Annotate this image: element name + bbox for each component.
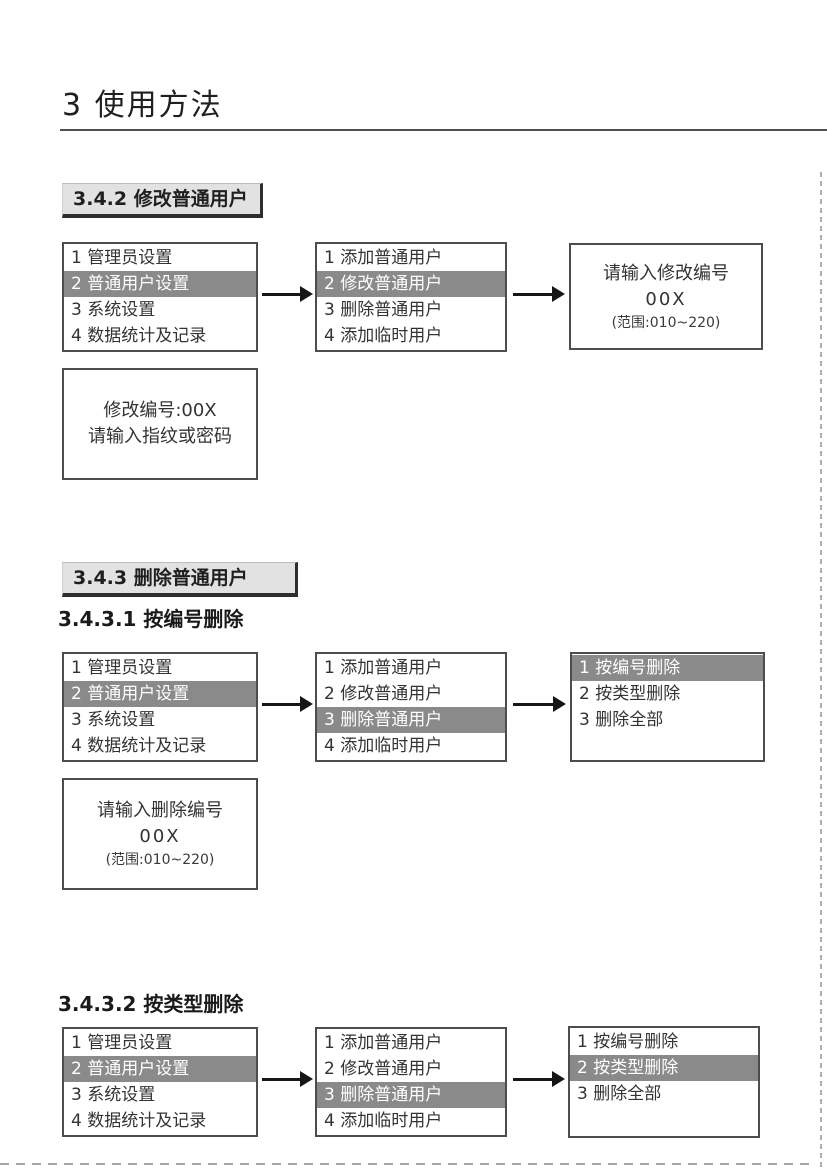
- flow-arrow: [262, 286, 313, 302]
- arrow-shaft: [513, 292, 552, 296]
- screen-line: 00X: [645, 288, 687, 310]
- lcd-menu-user: 1 添加普通用户 2 修改普通用户 3 删除普通用户 4 添加临时用户: [315, 242, 507, 352]
- arrow-shaft: [262, 1077, 300, 1081]
- flow-arrow: [513, 696, 566, 712]
- menu-item: 3 删除普通用户: [324, 300, 443, 320]
- menu-item: 1 添加普通用户: [324, 658, 443, 678]
- flow-arrow: [513, 1071, 565, 1087]
- arrow-head-icon: [300, 696, 313, 712]
- lcd-screen-modify-prompt: 请输入修改编号 00X (范围:010~220): [569, 243, 763, 350]
- menu-item: 3 删除全部: [579, 710, 664, 730]
- lcd-menu-main: 1 管理员设置 2 普通用户设置 3 系统设置 4 数据统计及记录: [62, 1027, 258, 1137]
- flow-arrow: [262, 1071, 313, 1087]
- lcd-menu-delete: 1 按编号删除 2 按类型删除 3 删除全部: [568, 1026, 760, 1138]
- section-header-343: 3.4.3 删除普通用户: [62, 562, 298, 597]
- menu-item: 1 添加普通用户: [324, 248, 443, 268]
- title-underline: [60, 129, 827, 131]
- screen-line: 修改编号:00X: [103, 400, 217, 421]
- screen-line: 00X: [139, 826, 181, 847]
- trim-line-vertical: [820, 172, 822, 1170]
- menu-item: 4 添加临时用户: [324, 1111, 443, 1131]
- section-header-342: 3.4.2 修改普通用户: [62, 183, 263, 218]
- menu-item: 1 管理员设置: [71, 658, 173, 678]
- subsection-title-3431: 3.4.3.1 按编号删除: [58, 607, 244, 631]
- menu-item: 1 管理员设置: [71, 248, 173, 268]
- lcd-screen-modify-confirm: 修改编号:00X 请输入指纹或密码: [62, 368, 258, 480]
- menu-item: 2 按类型删除: [579, 684, 681, 704]
- flow-arrow: [262, 696, 313, 712]
- screen-line: (范围:010~220): [105, 852, 215, 868]
- menu-item: 4 添加临时用户: [324, 326, 443, 346]
- menu-item: 4 数据统计及记录: [71, 326, 207, 346]
- menu-item: 1 管理员设置: [71, 1033, 173, 1053]
- arrow-shaft: [262, 292, 300, 296]
- screen-line: 请输入指纹或密码: [88, 426, 232, 447]
- menu-item: 4 添加临时用户: [324, 736, 443, 756]
- menu-item-selected: 3 删除普通用户: [317, 1082, 505, 1108]
- lcd-menu-main: 1 管理员设置 2 普通用户设置 3 系统设置 4 数据统计及记录: [62, 242, 258, 352]
- page-title: 3 使用方法: [62, 88, 223, 123]
- menu-item: 3 系统设置: [71, 300, 156, 320]
- arrow-head-icon: [553, 696, 566, 712]
- flow-arrow: [513, 286, 565, 302]
- menu-item: 2 修改普通用户: [324, 684, 443, 704]
- menu-item: 2 修改普通用户: [324, 1059, 443, 1079]
- menu-item-selected: 2 修改普通用户: [317, 271, 505, 297]
- menu-item-selected: 1 按编号删除: [572, 655, 763, 681]
- lcd-menu-user: 1 添加普通用户 2 修改普通用户 3 删除普通用户 4 添加临时用户: [315, 1027, 507, 1137]
- menu-item-selected: 3 删除普通用户: [317, 707, 505, 733]
- menu-item-selected: 2 普通用户设置: [64, 1056, 256, 1082]
- subsection-title-3432: 3.4.3.2 按类型删除: [58, 992, 244, 1016]
- arrow-shaft: [513, 1077, 552, 1081]
- menu-item-selected: 2 按类型删除: [570, 1055, 758, 1081]
- arrow-head-icon: [552, 286, 565, 302]
- arrow-shaft: [262, 702, 300, 706]
- menu-item-selected: 2 普通用户设置: [64, 271, 256, 297]
- menu-item: 4 数据统计及记录: [71, 1111, 207, 1131]
- menu-item: 1 按编号删除: [577, 1032, 679, 1052]
- menu-item: 3 系统设置: [71, 710, 156, 730]
- screen-line: 请输入修改编号: [603, 262, 729, 284]
- trim-line-horizontal: [0, 1163, 814, 1165]
- arrow-head-icon: [300, 1071, 313, 1087]
- menu-item-selected: 2 普通用户设置: [64, 681, 256, 707]
- menu-item: 3 删除全部: [577, 1084, 662, 1104]
- menu-item: 3 系统设置: [71, 1085, 156, 1105]
- lcd-screen-delete-prompt: 请输入删除编号 00X (范围:010~220): [62, 778, 258, 890]
- screen-line: 请输入删除编号: [97, 800, 223, 821]
- menu-item: 1 添加普通用户: [324, 1033, 443, 1053]
- arrow-head-icon: [552, 1071, 565, 1087]
- arrow-head-icon: [300, 286, 313, 302]
- lcd-menu-user: 1 添加普通用户 2 修改普通用户 3 删除普通用户 4 添加临时用户: [315, 652, 507, 762]
- menu-item: 4 数据统计及记录: [71, 736, 207, 756]
- lcd-menu-main: 1 管理员设置 2 普通用户设置 3 系统设置 4 数据统计及记录: [62, 652, 258, 762]
- lcd-menu-delete: 1 按编号删除 2 按类型删除 3 删除全部: [570, 652, 765, 762]
- screen-line: (范围:010~220): [611, 314, 721, 331]
- arrow-shaft: [513, 702, 553, 706]
